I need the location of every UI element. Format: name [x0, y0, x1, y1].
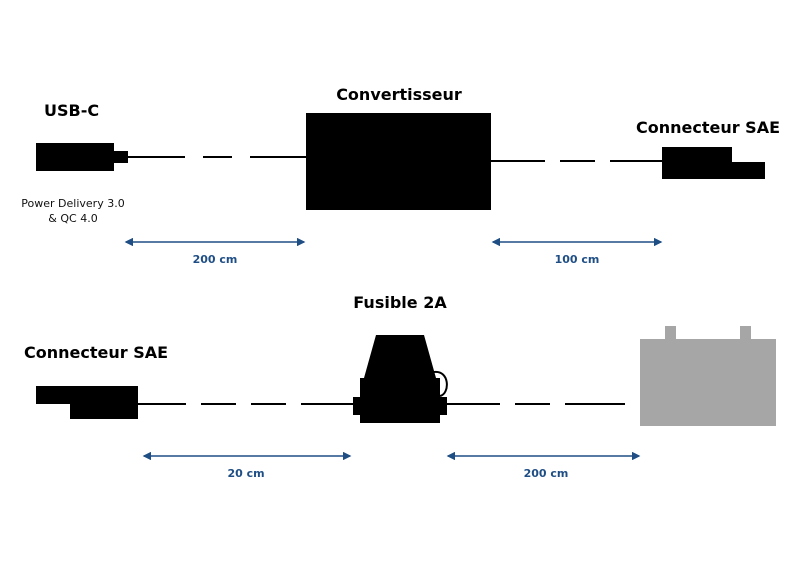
converter-label: Convertisseur — [336, 85, 462, 104]
battery-icon — [640, 326, 776, 426]
fuse-holder-icon — [353, 335, 448, 423]
sae-connector-label-bottom: Connecteur SAE — [24, 343, 168, 362]
converter-box-icon — [306, 113, 491, 210]
usb-c-note-line2: & QC 4.0 — [48, 212, 97, 225]
sae-connector-label-top: Connecteur SAE — [636, 118, 780, 137]
dimension-label-200cm-top: 200 cm — [193, 253, 238, 266]
sae-connector-icon-bottom — [36, 386, 138, 419]
usb-c-note-line1: Power Delivery 3.0 — [21, 197, 124, 210]
dimension-label-200cm-bottom: 200 cm — [524, 467, 569, 480]
sae-connector-icon-top — [662, 147, 765, 179]
usb-c-connector-icon — [36, 143, 128, 171]
dimension-label-20cm: 20 cm — [227, 467, 264, 480]
fuse-label: Fusible 2A — [353, 293, 447, 312]
dimension-label-100cm: 100 cm — [555, 253, 600, 266]
usb-c-label: USB-C — [44, 101, 99, 120]
